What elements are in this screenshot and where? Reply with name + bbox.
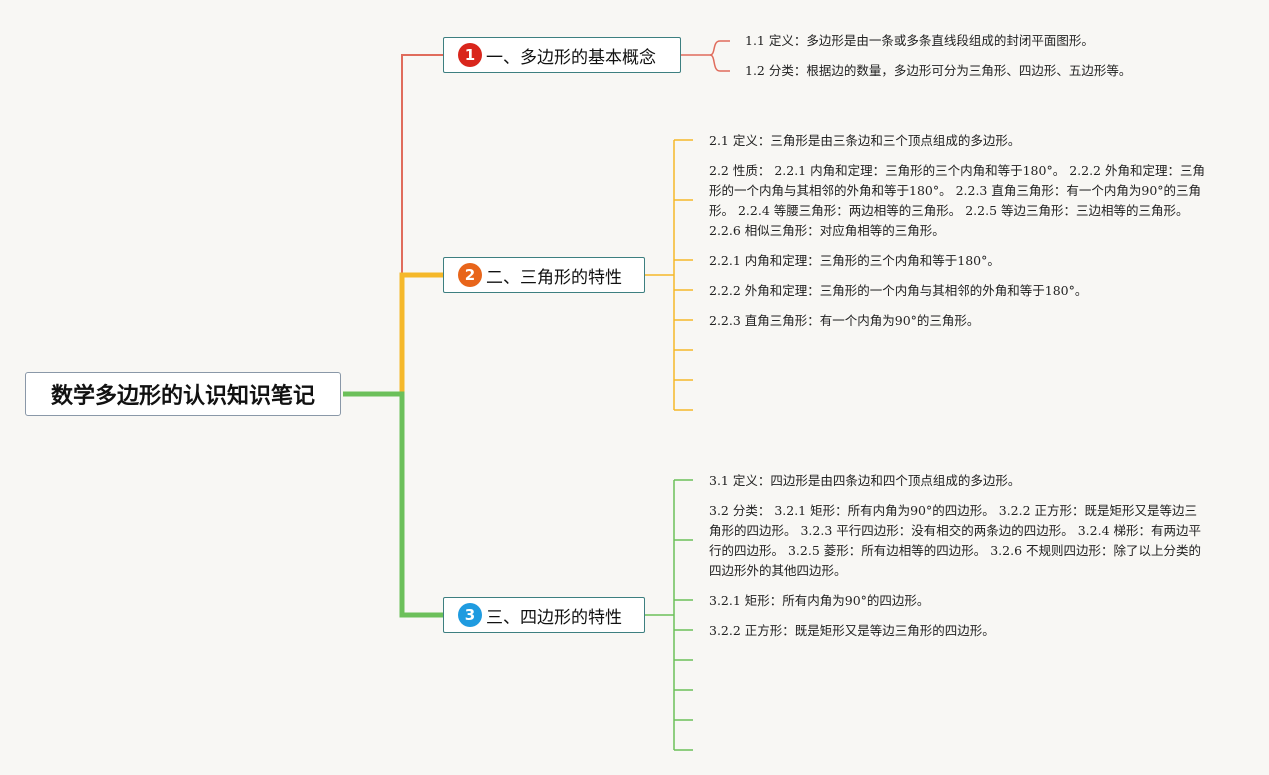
topic-title: 三、四边形的特性 xyxy=(486,607,622,628)
note-2-3[interactable]: 2.2.1 内角和定理：三角形的三个内角和等于180°。 xyxy=(709,253,1000,268)
number-1-badge: 1 xyxy=(458,43,482,67)
note-1-2[interactable]: 1.2 分类：根据边的数量，多边形可分为三角形、四边形、五边形等。 xyxy=(745,63,1132,78)
connector-root-branch-3 xyxy=(343,391,443,618)
root-topic[interactable]: 数学多边形的认识知识笔记 xyxy=(25,372,341,416)
note-3-1[interactable]: 3.1 定义：四边形是由四条边和四个顶点组成的多边形。 xyxy=(709,473,1021,488)
topic-title: 一、多边形的基本概念 xyxy=(486,47,656,68)
note-3-4[interactable]: 3.2.2 正方形：既是矩形又是等边三角形的四边形。 xyxy=(709,623,995,638)
number-2-badge: 2 xyxy=(458,263,482,287)
note-2-4[interactable]: 2.2.2 外角和定理：三角形的一个内角与其相邻的外角和等于180°。 xyxy=(709,283,1088,298)
topic-title: 二、三角形的特性 xyxy=(486,267,622,288)
note-2-2[interactable]: 2.2 性质： 2.2.1 内角和定理：三角形的三个内角和等于180°。 2.2… xyxy=(709,163,1205,238)
topic-triangle-properties[interactable]: 2 二、三角形的特性 xyxy=(443,257,645,293)
note-2-5[interactable]: 2.2.3 直角三角形：有一个内角为90°的三角形。 xyxy=(709,313,980,328)
note-2-1[interactable]: 2.1 定义：三角形是由三条边和三个顶点组成的多边形。 xyxy=(709,133,1021,148)
number-3-badge: 3 xyxy=(458,603,482,627)
connector-root-branch-2 xyxy=(399,272,443,394)
connector-root-branch-1 xyxy=(343,54,443,395)
connector-note-1-2 xyxy=(709,54,730,72)
connector-note-1-1 xyxy=(709,40,730,56)
root-title: 数学多边形的认识知识笔记 xyxy=(50,384,315,409)
topic-basic-concepts[interactable]: 1 一、多边形的基本概念 xyxy=(443,37,681,73)
topic-quadrilateral-properties[interactable]: 3 三、四边形的特性 xyxy=(443,597,645,633)
note-1-1[interactable]: 1.1 定义：多边形是由一条或多条直线段组成的封闭平面图形。 xyxy=(745,33,1094,48)
note-3-3[interactable]: 3.2.1 矩形：所有内角为90°的四边形。 xyxy=(709,593,930,608)
note-3-2[interactable]: 3.2 分类： 3.2.1 矩形：所有内角为90°的四边形。 3.2.2 正方形… xyxy=(709,503,1202,578)
